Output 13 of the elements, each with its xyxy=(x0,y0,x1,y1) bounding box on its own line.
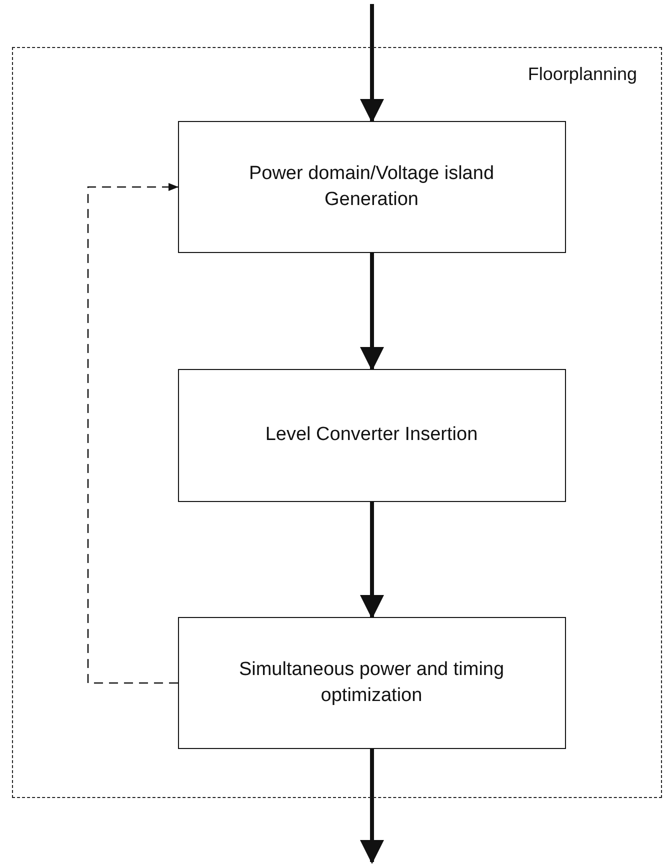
box-label: Power domain/Voltage island Generation xyxy=(248,162,496,212)
group-frame xyxy=(12,47,662,798)
process-box xyxy=(178,616,566,748)
box-label: Level Converter Insertion xyxy=(264,423,479,448)
arrow xyxy=(87,183,178,684)
arrow xyxy=(360,253,384,371)
arrow xyxy=(360,749,384,864)
process-box xyxy=(178,120,566,252)
arrow xyxy=(360,502,384,619)
box-label: Simultaneous power and timing optimization xyxy=(238,658,506,708)
arrow xyxy=(360,4,384,123)
process-box xyxy=(178,368,566,502)
group-label: Floorplanning xyxy=(528,64,637,85)
